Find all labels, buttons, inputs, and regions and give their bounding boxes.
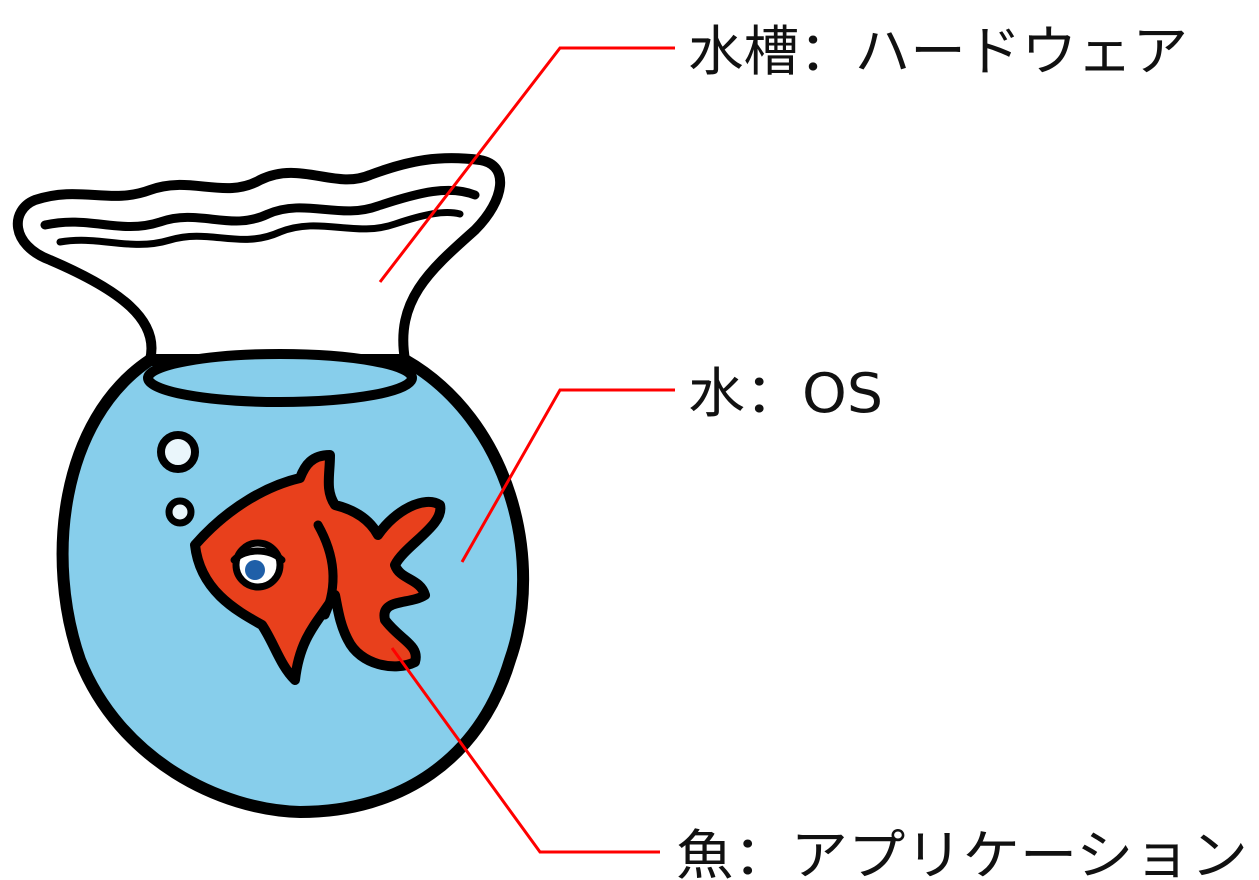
bowl-neck-inner-ruffle xyxy=(40,185,480,232)
leader-lines xyxy=(378,46,675,854)
label-application: 魚：アプリケーション xyxy=(676,824,1248,880)
label-hardware: 水槽：ハードウェア xyxy=(688,20,1188,83)
fish-eyelid xyxy=(230,547,286,564)
fish-body xyxy=(190,450,446,685)
bubble-small xyxy=(165,497,195,527)
bubble-icon xyxy=(157,431,199,527)
bowl-rim xyxy=(143,349,417,407)
leader-line-application xyxy=(390,647,660,854)
bubble-large xyxy=(157,431,199,473)
bowl-neck-inner-ruffle-2 xyxy=(56,208,464,248)
goldfish-icon xyxy=(190,450,446,685)
leader-line-hardware xyxy=(378,46,675,283)
fish-gill xyxy=(313,520,338,620)
fish-pupil xyxy=(245,560,265,580)
label-os: 水：OS xyxy=(688,362,883,425)
leader-line-os xyxy=(460,388,675,563)
